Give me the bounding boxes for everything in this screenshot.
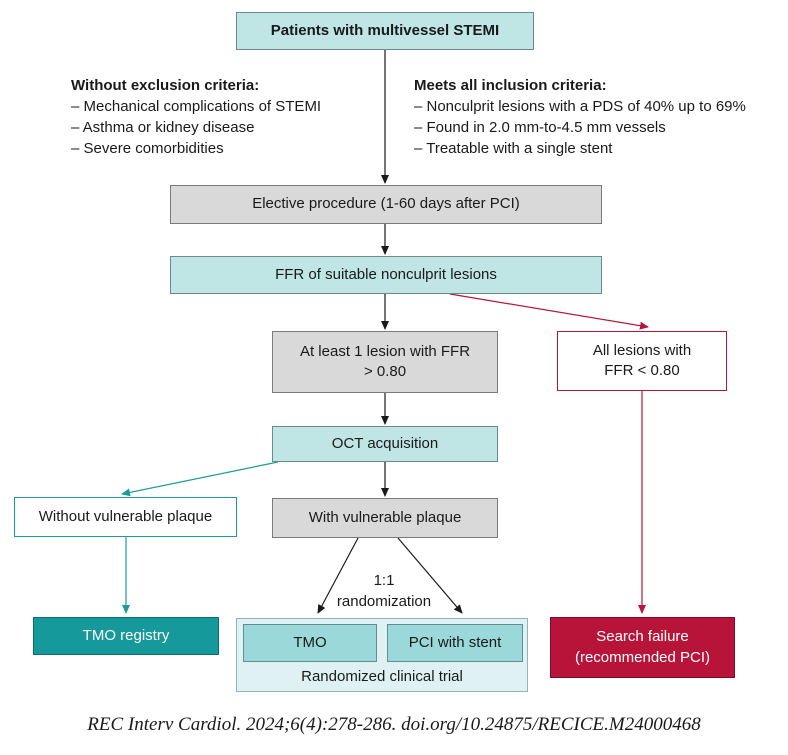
arrow-with-vp-to-tmo: [317, 537, 359, 614]
pci-stent-label: PCI with stent: [408, 633, 502, 651]
with-vulnerable-plaque-label: With vulnerable plaque: [308, 508, 462, 526]
tmo-box: TMO: [243, 624, 377, 662]
elective-procedure-label: Elective procedure (1-60 days after PCI): [252, 195, 520, 213]
randomization-label: 1:1 randomization: [324, 570, 444, 612]
exclusion-item: – Asthma or kidney disease: [71, 119, 255, 136]
all-lesions-line-1: All lesions with: [592, 341, 692, 359]
tmo-registry-label: TMO registry: [82, 626, 170, 644]
all-lesions-box: All lesions with FFR < 0.80: [557, 331, 727, 391]
ffr-box: FFR of suitable nonculprit lesions: [170, 256, 602, 294]
at-least-line-1: At least 1 lesion with FFR: [299, 342, 471, 360]
elective-procedure-box: Elective procedure (1-60 days after PCI): [170, 185, 602, 224]
ffr-label: FFR of suitable nonculprit lesions: [275, 265, 497, 283]
all-lesions-line-2: FFR < 0.80: [604, 362, 680, 379]
randomization-text: randomization: [336, 593, 432, 610]
arrow-with-vp-to-pci: [397, 537, 463, 614]
exclusion-item: – Severe comorbidities: [71, 140, 224, 157]
patients-label: Patients with multivessel STEMI: [270, 21, 500, 39]
search-failure-box: Search failure (recommended PCI): [550, 617, 735, 678]
search-failure-line-1: Search failure: [596, 628, 689, 646]
exclusion-heading: Without exclusion criteria:: [71, 77, 260, 94]
patients-box: Patients with multivessel STEMI: [236, 12, 534, 50]
tmo-label: TMO: [293, 633, 327, 651]
exclusion-criteria: Without exclusion criteria: – Mechanical…: [71, 75, 321, 159]
oct-acquisition-box: OCT acquisition: [272, 426, 498, 462]
tmo-registry-box: TMO registry: [33, 617, 219, 655]
arrow-ffr-to-all-lesions: [449, 293, 649, 330]
with-vulnerable-plaque-box: With vulnerable plaque: [272, 498, 498, 538]
exclusion-item: – Mechanical complications of STEMI: [71, 98, 322, 115]
inclusion-criteria: Meets all inclusion criteria: – Nonculpr…: [414, 75, 746, 159]
without-vulnerable-plaque-box: Without vulnerable plaque: [14, 497, 237, 537]
inclusion-item: – Treatable with a single stent: [414, 140, 613, 157]
inclusion-item: – Found in 2.0 mm-to-4.5 mm vessels: [414, 119, 666, 136]
randomized-trial-label: Randomized clinical trial: [301, 667, 463, 685]
inclusion-item: – Nonculprit lesions with a PDS of 40% u…: [414, 98, 746, 115]
randomized-trial-container: TMO PCI with stent Randomized clinical t…: [236, 618, 528, 692]
without-vulnerable-plaque-label: Without vulnerable plaque: [38, 507, 213, 525]
pci-stent-box: PCI with stent: [387, 624, 523, 662]
arrow-oct-to-without-vp: [121, 461, 279, 497]
at-least-line-2: > 0.80: [363, 363, 407, 380]
inclusion-heading: Meets all inclusion criteria:: [414, 77, 607, 94]
at-least-one-lesion-box: At least 1 lesion with FFR > 0.80: [272, 331, 498, 393]
oct-acquisition-label: OCT acquisition: [331, 434, 439, 452]
search-failure-line-2: (recommended PCI): [574, 648, 711, 666]
citation: REC Interv Cardiol. 2024;6(4):278-286. d…: [87, 714, 701, 735]
randomization-ratio: 1:1: [373, 572, 395, 589]
randomized-trial-caption: Randomized clinical trial: [237, 665, 527, 689]
